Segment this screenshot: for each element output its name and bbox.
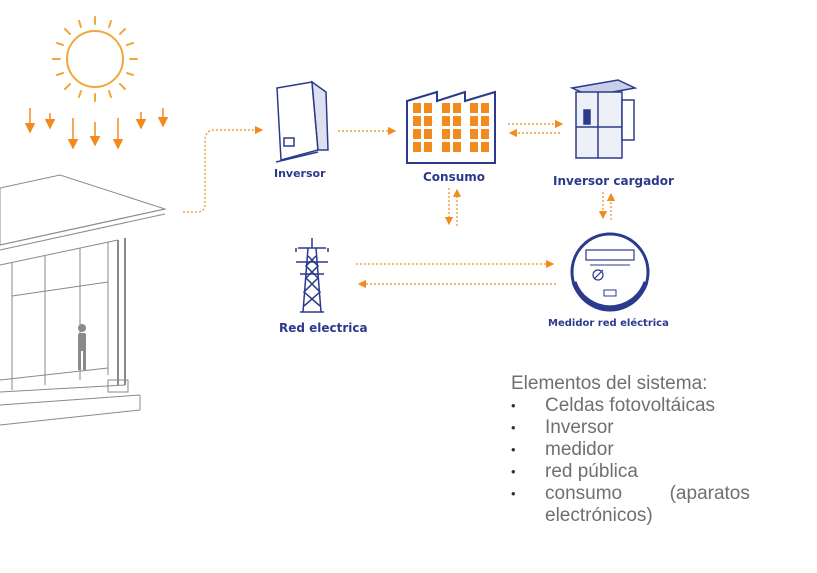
building-window xyxy=(470,129,478,139)
consumo-building-icon xyxy=(406,90,496,164)
building-window xyxy=(413,142,421,152)
building-window xyxy=(424,116,432,126)
system-elements-panel: Elementos del sistema: Celdas fotovoltái… xyxy=(511,373,811,527)
inversor-cargador-icon xyxy=(569,79,638,159)
list-item: red pública xyxy=(511,461,811,483)
sunlight-arrows xyxy=(24,108,169,150)
label-inversor: Inversor xyxy=(274,167,326,180)
building-window xyxy=(413,116,421,126)
list-item: consumo (aparatos xyxy=(511,483,811,505)
medidor-meter-icon xyxy=(570,232,650,312)
building-window xyxy=(481,129,489,139)
building-window xyxy=(453,116,461,126)
house-illustration xyxy=(0,174,167,426)
list-item: Celdas fotovoltáicas xyxy=(511,395,811,417)
building-window xyxy=(470,142,478,152)
building-window xyxy=(424,103,432,113)
building-window xyxy=(481,142,489,152)
building-window xyxy=(470,116,478,126)
label-red-electrica: Red electrica xyxy=(279,321,368,335)
arrow-house-to-inversor xyxy=(183,125,264,213)
elements-list: Celdas fotovoltáicas Inversor medidor re… xyxy=(511,395,811,527)
building-window xyxy=(453,103,461,113)
label-inversor-cargador: Inversor cargador xyxy=(553,174,674,188)
list-item-continuation: electrónicos) xyxy=(545,505,653,526)
building-window xyxy=(413,129,421,139)
list-item: medidor xyxy=(511,439,811,461)
label-consumo: Consumo xyxy=(423,170,486,184)
building-window xyxy=(453,129,461,139)
building-window xyxy=(442,116,450,126)
building-window xyxy=(413,103,421,113)
building-window xyxy=(424,129,432,139)
building-window xyxy=(442,103,450,113)
building-window xyxy=(424,142,432,152)
elements-title: Elementos del sistema: xyxy=(511,373,708,394)
building-window xyxy=(481,116,489,126)
building-window xyxy=(442,142,450,152)
list-item: Inversor xyxy=(511,417,811,439)
sun-icon xyxy=(52,16,138,102)
inversor-icon xyxy=(275,80,329,163)
electric-tower-icon xyxy=(295,238,329,313)
building-window xyxy=(470,103,478,113)
building-window xyxy=(442,129,450,139)
label-medidor: Medidor red eléctrica xyxy=(548,318,669,329)
building-window xyxy=(453,142,461,152)
building-window xyxy=(481,103,489,113)
person-silhouette xyxy=(78,324,86,370)
